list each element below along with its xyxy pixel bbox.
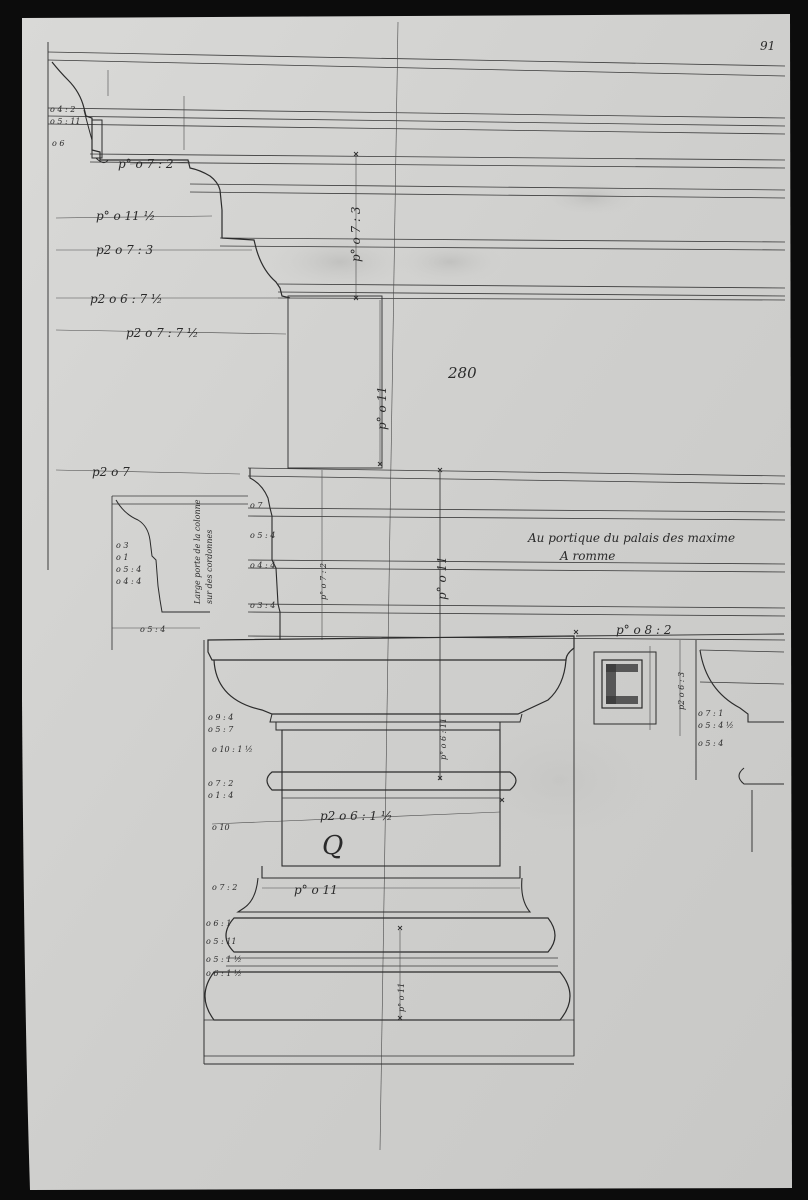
small-label: o 4 : 4 <box>250 561 275 570</box>
tick-marks <box>353 151 579 1021</box>
small-label: o 5 : 11 <box>206 937 236 946</box>
small-label: o 5 : 1 ½ <box>206 955 242 964</box>
cornice-profile <box>47 21 786 1151</box>
dim-label: o 5 : 4 <box>140 625 165 634</box>
capital-profile: p° o 11 p° o 7 : 2 Large porte de la col… <box>111 295 786 780</box>
small-label: o 5 : 11 <box>50 117 80 126</box>
side-note-line1: Large porte de la colonne <box>193 499 202 605</box>
small-label: o 5 : 4 ½ <box>698 721 734 730</box>
small-label: o 4 : 4 <box>116 577 141 586</box>
paper-sheet <box>22 14 792 1190</box>
folio-number: 91 <box>760 39 775 53</box>
small-label: o 1 : 4 <box>208 791 233 800</box>
small-label: o 6 <box>52 139 64 148</box>
dim-label: o 7 : 2 <box>212 883 237 892</box>
small-label: o 7 : 2 <box>208 779 233 788</box>
dim-label: o 10 <box>212 823 230 832</box>
dim-label: p° o 7 : 2 <box>319 563 328 600</box>
pedestal-profile: Q p2 o 6 : 1 ½ p° o 11 p° o 6 : 11 p° o … <box>140 625 575 1065</box>
small-label: o 5 : 4 <box>116 565 141 574</box>
dim-label: p° o 11 ½ <box>96 209 155 223</box>
water-stain <box>270 234 410 290</box>
cornice-dimensions: p° o 11 ½ p2 o 7 : 3 p2 o 6 : 7 ½ p2 o 7… <box>55 157 287 479</box>
water-stain <box>395 240 505 284</box>
dim-label: p2 o 7 : 3 <box>96 243 153 257</box>
dim-label: p° o 11 <box>294 883 338 897</box>
dim-label: p° o 8 : 2 <box>616 623 671 637</box>
small-label: o 9 : 4 <box>208 713 233 722</box>
caption-line2: A romme <box>559 549 615 563</box>
small-label: o 4 : 2 <box>50 105 75 114</box>
dim-label: p2 o 7 : 7 ½ <box>126 326 199 340</box>
dim-label: p° o 7 : 3 <box>349 206 363 262</box>
dim-label: p2 o 6 : 3 <box>677 672 686 710</box>
inventory-number: 280 <box>447 364 477 382</box>
dim-label: p2 o 6 : 1 ½ <box>320 809 393 823</box>
side-note-line2: sur des cordonnes <box>205 530 214 604</box>
dim-label: o 10 : 1 ½ <box>212 745 253 754</box>
letter-mark: Q <box>322 831 343 861</box>
small-label: o 5 : 4 <box>250 531 275 540</box>
small-label: o 1 <box>116 553 128 562</box>
dim-label: p° o 11 <box>435 556 449 600</box>
side-note: Large porte de la colonne sur des cordon… <box>193 499 214 605</box>
side-detail: p° o 8 : 2 p2 o 6 : 3 <box>575 623 785 852</box>
dim-label: p° o 11 <box>397 983 406 1012</box>
small-label: o 3 : 4 <box>250 601 275 610</box>
dim-label: p° o 6 : 11 <box>439 718 448 760</box>
dim-label: p2 o 6 : 7 ½ <box>90 292 163 306</box>
small-label: o 7 <box>250 501 263 510</box>
small-dimension-labels: o 4 : 2 o 5 : 11 o 6 o 7 o 5 : 4 o 4 : 4… <box>50 105 734 978</box>
small-label: o 3 <box>116 541 128 550</box>
small-label: o 6 : 1 <box>206 919 231 928</box>
water-stain <box>540 180 640 216</box>
small-label: o 7 : 1 <box>698 709 723 718</box>
caption-line1: Au portique du palais des maxime <box>527 531 735 545</box>
small-label: o 6 : 1 ½ <box>206 969 242 978</box>
vertical-dimensions: p° o 7 : 3 p° o 11 <box>107 70 389 466</box>
dim-label: p2 o 7 <box>92 465 130 479</box>
small-label: o 5 : 7 <box>208 725 234 734</box>
dim-label: p° o 7 : 2 <box>118 157 173 171</box>
small-label: o 5 : 4 <box>698 739 723 748</box>
